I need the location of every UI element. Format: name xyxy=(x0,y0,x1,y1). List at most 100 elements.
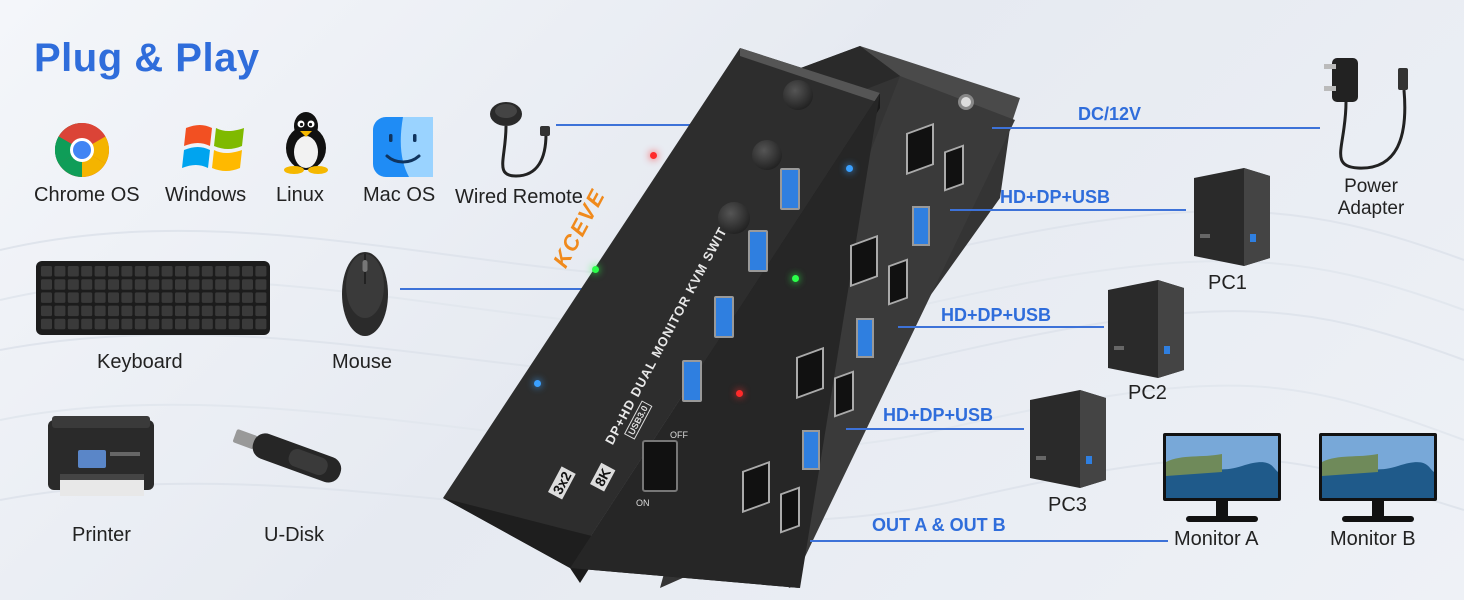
keyboard-key xyxy=(108,266,119,277)
keyboard-key xyxy=(228,279,240,290)
keyboard-key xyxy=(81,292,93,303)
input-a1-dp-port[interactable] xyxy=(944,144,964,192)
pc1-select-button[interactable] xyxy=(718,202,750,234)
led-blue-1 xyxy=(534,380,541,387)
pc1-connector-line xyxy=(950,209,1186,211)
keyboard-key xyxy=(201,305,213,317)
pc3-tower-icon xyxy=(1030,390,1106,488)
keyboard-key xyxy=(228,305,240,317)
input-a3-dp-port[interactable] xyxy=(834,370,854,418)
keyboard-key xyxy=(134,292,146,303)
printer-icon xyxy=(48,416,154,496)
keyboard-key xyxy=(67,305,79,317)
pc3-select-button[interactable] xyxy=(783,80,813,110)
keyboard-key xyxy=(121,305,133,317)
keyboard-key xyxy=(54,279,66,290)
monitor-b-icon xyxy=(1319,433,1437,522)
keyboard-key xyxy=(148,305,160,317)
macos-finder-icon xyxy=(373,117,433,177)
keyboard-icon xyxy=(36,261,270,335)
led-red-2 xyxy=(736,390,743,397)
keyboard-key xyxy=(255,318,267,330)
pc1-usb-port[interactable] xyxy=(912,206,930,246)
windows-icon xyxy=(182,125,244,171)
keyboard-key xyxy=(148,318,160,330)
front-usb-port-3[interactable] xyxy=(714,296,734,338)
keyboard-key xyxy=(41,305,52,317)
chrome-icon xyxy=(54,122,110,177)
keyboard-key xyxy=(201,292,213,303)
keyboard-key xyxy=(215,305,227,317)
dc-power-port[interactable] xyxy=(958,94,974,110)
keyboard-key xyxy=(148,279,160,290)
keyboard-key xyxy=(41,266,52,277)
keyboard-key xyxy=(188,305,200,317)
keyboard-key xyxy=(215,279,227,290)
keyboard-key xyxy=(188,292,200,303)
power-adapter-icon xyxy=(1324,58,1408,170)
out-label: OUT A & OUT B xyxy=(872,515,1006,535)
keyboard-key xyxy=(121,279,133,290)
led-blue-2 xyxy=(846,165,853,172)
keyboard-key xyxy=(242,305,253,317)
pc1-link-label: HD+DP+USB xyxy=(1000,187,1111,207)
keyboard-key xyxy=(242,266,253,277)
pc2-connector-line xyxy=(898,326,1104,328)
keyboard-key xyxy=(228,292,240,303)
led-red-1 xyxy=(650,152,657,159)
keyboard-key xyxy=(201,266,213,277)
keyboard-key xyxy=(81,266,93,277)
wired-remote-icon xyxy=(490,102,550,178)
wired-remote-label: Wired Remote xyxy=(455,186,583,208)
mouse-label: Mouse xyxy=(332,351,393,373)
dc-label: DC/12V xyxy=(1078,104,1142,124)
input-a2-dp-port[interactable] xyxy=(888,258,908,306)
keyboard-key xyxy=(215,292,227,303)
keyboard-key xyxy=(242,279,253,290)
keyboard-key xyxy=(67,292,79,303)
keyboard-key xyxy=(121,266,133,277)
pc2-usb-port[interactable] xyxy=(856,318,874,358)
keyboard-key xyxy=(215,318,227,330)
keyboard-key xyxy=(175,318,186,330)
keyboard-key xyxy=(215,266,227,277)
pc3-connector-line xyxy=(846,428,1024,430)
pc3-usb-port[interactable] xyxy=(802,430,820,470)
keyboard-key xyxy=(54,266,66,277)
os-label-chrome: Chrome OS xyxy=(34,184,140,206)
power-switch[interactable] xyxy=(642,440,678,492)
out-a-dp-port[interactable] xyxy=(780,486,800,534)
front-usb-port-2[interactable] xyxy=(748,230,768,272)
pc2-select-button[interactable] xyxy=(752,140,782,170)
keyboard-key xyxy=(108,279,119,290)
keyboard-key xyxy=(255,292,267,303)
monitor-b-label: Monitor B xyxy=(1330,528,1416,550)
front-usb-port-4[interactable] xyxy=(682,360,702,402)
keyboard-key xyxy=(201,279,213,290)
keyboard-key xyxy=(94,279,106,290)
keyboard-key xyxy=(134,266,146,277)
keyboard-key xyxy=(108,292,119,303)
keyboard-key xyxy=(94,305,106,317)
keyboard-key xyxy=(54,318,66,330)
pc1-label: PC1 xyxy=(1208,272,1247,294)
pc3-label: PC3 xyxy=(1048,494,1087,516)
pc1-tower-icon xyxy=(1194,168,1270,266)
keyboard-key xyxy=(148,266,160,277)
keyboard-key xyxy=(81,305,93,317)
usb-flash-drive-icon xyxy=(233,429,342,483)
front-usb-port-1[interactable] xyxy=(780,168,800,210)
keyboard-key xyxy=(54,292,66,303)
keyboard-key xyxy=(175,305,186,317)
power-adapter-label-line2: Adapter xyxy=(1337,198,1405,219)
keyboard-key xyxy=(188,318,200,330)
linux-tux-icon xyxy=(284,112,328,174)
keyboard-key xyxy=(94,266,106,277)
mouse-connector-line xyxy=(400,288,726,290)
keyboard-key xyxy=(228,318,240,330)
monitor-a-label: Monitor A xyxy=(1174,528,1259,550)
keyboard-key xyxy=(175,266,186,277)
dc-connector-line xyxy=(992,127,1320,129)
printer-label: Printer xyxy=(72,524,131,546)
keyboard-key xyxy=(108,305,119,317)
